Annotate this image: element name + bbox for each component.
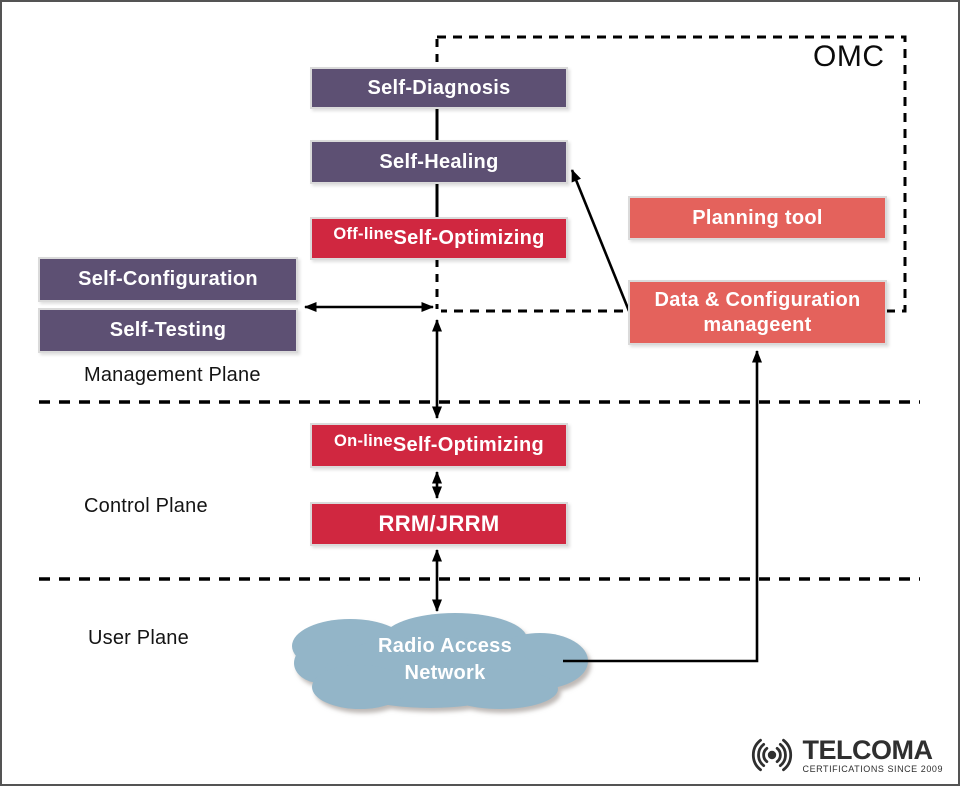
radio-waves-icon xyxy=(751,738,792,772)
control-plane-label: Control Plane xyxy=(84,495,208,517)
user-plane-label: User Plane xyxy=(88,627,189,649)
rrm-jrrm-box: RRM/JRRM xyxy=(310,502,568,546)
self-configuration-box: Self-Configuration xyxy=(38,257,298,302)
offline-label: Self-Optimizing xyxy=(393,227,545,249)
self-diagnosis-label: Self-Diagnosis xyxy=(367,76,511,99)
planning-tool-box: Planning tool xyxy=(628,196,887,240)
self-configuration-label: Self-Configuration xyxy=(78,268,258,290)
radio-access-network-cloud xyxy=(292,613,588,709)
rrm-jrrm-label: RRM/JRRM xyxy=(378,511,500,536)
arrow-cloud-dataconfig xyxy=(563,350,762,663)
self-healing-box: Self-Healing xyxy=(310,140,568,184)
planning-tool-label: Planning tool xyxy=(692,206,823,229)
self-diagnosis-box: Self-Diagnosis xyxy=(310,67,568,109)
cloud-label-line1: Radio Access xyxy=(377,635,513,657)
omc-title: OMC xyxy=(813,40,885,73)
online-label: Self-Optimizing xyxy=(392,434,545,456)
data-config-management-box: Data & Configuration manageent xyxy=(628,280,887,345)
self-healing-label: Self-Healing xyxy=(379,150,499,173)
self-testing-label: Self-Testing xyxy=(109,319,227,341)
online-prefix-label: On-line xyxy=(333,432,393,450)
self-testing-box: Self-Testing xyxy=(38,308,298,353)
cloud-label-line2: Network xyxy=(404,662,486,684)
radio-access-network-label: Radio Access Network xyxy=(333,633,557,687)
arrows xyxy=(304,169,762,663)
management-plane-label: Management Plane xyxy=(84,364,261,386)
logo-text: TELCOMA CERTIFICATIONS SINCE 2009 xyxy=(802,734,943,774)
logo-tagline: CERTIFICATIONS SINCE 2009 xyxy=(802,763,943,774)
telcoma-logo: TELCOMA CERTIFICATIONS SINCE 2009 xyxy=(744,733,943,777)
arrow-dataconfig-selfhealing xyxy=(570,169,631,312)
data-config-line1: Data & Configuration xyxy=(654,288,861,311)
logo-brand: TELCOMA xyxy=(802,734,933,765)
offline-prefix-label: Off-line xyxy=(333,225,394,243)
data-config-line2: manageent xyxy=(703,313,812,336)
